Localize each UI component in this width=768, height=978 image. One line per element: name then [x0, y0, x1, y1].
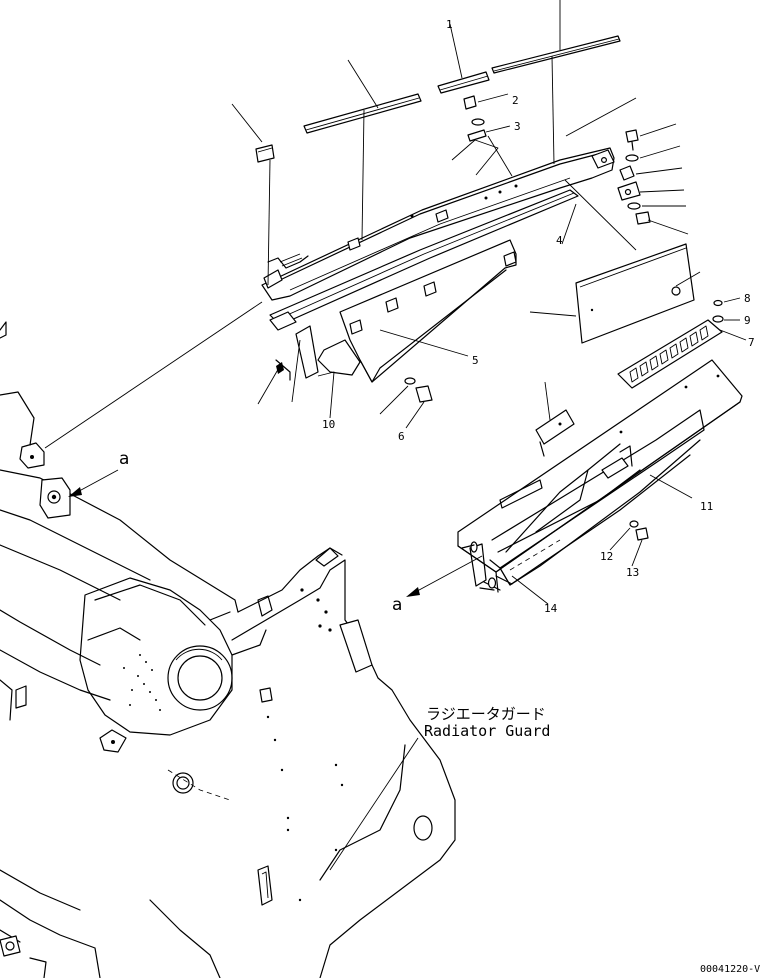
- callout-label: 1: [446, 18, 453, 31]
- callout-label: 4: [556, 234, 563, 247]
- view-reference-a: a: [119, 449, 129, 469]
- radiator-guard-panel: [149, 547, 456, 978]
- callout-label: 6: [398, 430, 405, 443]
- callout-label: 7: [748, 336, 755, 349]
- upper-bracket-assembly: [261, 147, 615, 403]
- callout-label: 9: [744, 314, 751, 327]
- caption-english: Radiator Guard: [424, 722, 550, 740]
- caption: ラジエータガード Radiator Guard: [424, 705, 550, 740]
- callout-labels: 1 2 3 4 5 6 7 8 9 10 11 12 13 14 a a: [119, 18, 755, 615]
- caption-japanese: ラジエータガード: [426, 705, 546, 723]
- callout-label: 2: [512, 94, 519, 107]
- callout-label: 8: [744, 292, 751, 305]
- callout-label: 5: [472, 354, 479, 367]
- view-reference-a: a: [392, 595, 402, 615]
- callout-label: 11: [700, 500, 713, 513]
- drawing-code: 00041220-V: [700, 964, 760, 975]
- callout-label: 3: [514, 120, 521, 133]
- callout-label: 13: [626, 566, 639, 579]
- vehicle-frame: [0, 321, 239, 978]
- lower-bracket-assembly: [457, 319, 743, 593]
- callout-label: 10: [322, 418, 335, 431]
- callout-label: 14: [544, 602, 558, 615]
- top-seal-strips: [255, 35, 621, 163]
- callout-label: 12: [600, 550, 613, 563]
- leader-lines: [44, 0, 747, 871]
- cover-plate: [575, 243, 695, 344]
- top-hardware: [463, 95, 724, 323]
